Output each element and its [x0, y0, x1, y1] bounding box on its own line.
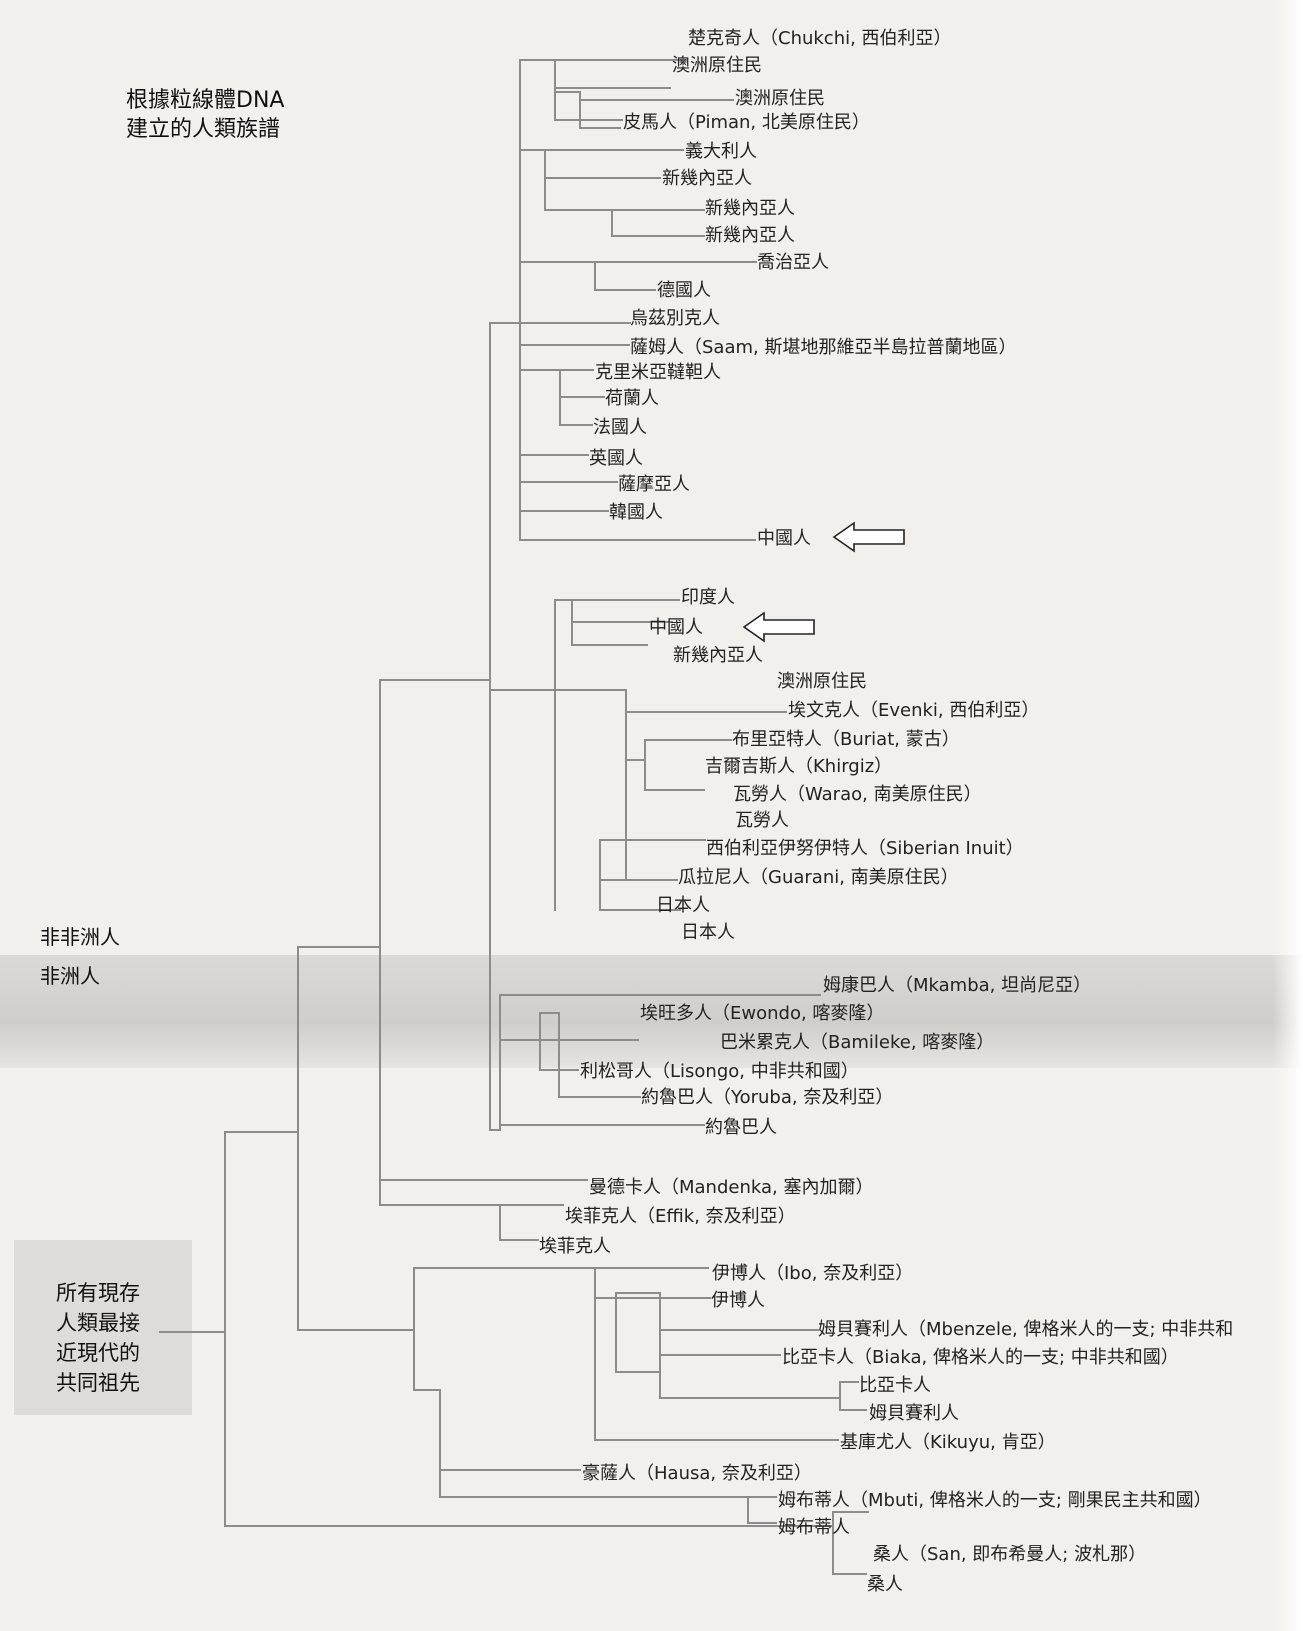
leaf-label: 埃菲克人 — [539, 1236, 611, 1257]
leaf-label: 薩摩亞人 — [618, 474, 690, 495]
leaf-label: 豪薩人（Hausa, 奈及利亞） — [582, 1463, 812, 1484]
leaf-label: 澳洲原住民 — [672, 55, 762, 76]
leaf-label: 新幾內亞人 — [705, 198, 795, 219]
leaf-label: 瓦勞人 — [735, 810, 789, 831]
leaf-label: 瓜拉尼人（Guarani, 南美原住民） — [678, 867, 959, 888]
leaf-label: 荷蘭人 — [605, 388, 659, 409]
african-label: 非洲人 — [40, 964, 100, 988]
leaf-label: 姆貝賽利人 — [869, 1403, 959, 1424]
leaf-label: 新幾內亞人 — [673, 645, 763, 666]
leaf-label: 新幾內亞人 — [662, 168, 752, 189]
leaf-label: 澳洲原住民 — [777, 671, 867, 692]
leaf-label: 巴米累克人（Bamileke, 喀麥隆） — [720, 1032, 995, 1053]
leaf-label: 德國人 — [657, 280, 711, 301]
leaf-label: 瓦勞人（Warao, 南美原住民） — [733, 784, 982, 805]
leaf-label: 伊博人（Ibo, 奈及利亞） — [712, 1263, 914, 1284]
ancestor-line-4: 共同祖先 — [56, 1371, 140, 1395]
leaf-label: 姆康巴人（Mkamba, 坦尚尼亞） — [823, 975, 1092, 996]
leaf-label: 義大利人 — [685, 141, 757, 162]
leaf-label: 韓國人 — [609, 502, 663, 523]
ancestor-line-3: 近現代的 — [56, 1341, 140, 1365]
leaf-label: 皮馬人（Piman, 北美原住民） — [623, 112, 870, 133]
arrow-left-icon — [832, 521, 905, 553]
leaf-label: 桑人（San, 即布希曼人; 波札那） — [873, 1544, 1147, 1565]
leaf-label: 中國人 — [649, 617, 703, 638]
leaf-label: 新幾內亞人 — [705, 225, 795, 246]
leaf-label: 烏茲別克人 — [630, 308, 720, 329]
leaf-label: 日本人 — [681, 922, 735, 943]
non-african-label: 非非洲人 — [40, 925, 120, 949]
leaf-label: 法國人 — [593, 417, 647, 438]
ancestor-band — [14, 1240, 192, 1415]
leaf-label: 楚克奇人（Chukchi, 西伯利亞） — [688, 28, 952, 49]
title-line-1: 根據粒線體DNA — [126, 88, 285, 113]
title-line-2: 建立的人類族譜 — [126, 117, 281, 142]
african-band — [0, 955, 1303, 1068]
leaf-label: 姆貝賽利人（Mbenzele, 俾格米人的一支; 中非共和 — [818, 1319, 1234, 1340]
leaf-label: 約魯巴人 — [705, 1117, 777, 1138]
leaf-label: 伊博人 — [711, 1290, 765, 1311]
leaf-label: 桑人 — [867, 1574, 903, 1595]
leaf-label: 基庫尤人（Kikuyu, 肯亞） — [840, 1432, 1056, 1453]
leaf-label: 姆布蒂人（Mbuti, 俾格米人的一支; 剛果民主共和國） — [778, 1490, 1212, 1511]
leaf-label: 印度人 — [681, 587, 735, 608]
leaf-label: 埃文克人（Evenki, 西伯利亞） — [788, 700, 1040, 721]
diagram-title: 根據粒線體DNA 建立的人類族譜 — [126, 86, 284, 144]
leaf-label: 中國人 — [757, 528, 811, 549]
ancestor-line-1: 所有現存 — [56, 1281, 140, 1305]
leaf-label: 喬治亞人 — [757, 252, 829, 273]
leaf-label: 埃菲克人（Effik, 奈及利亞） — [565, 1206, 796, 1227]
page-edge-shadow — [1273, 0, 1303, 1631]
leaf-label: 利松哥人（Lisongo, 中非共和國） — [580, 1061, 859, 1082]
leaf-label: 比亞卡人 — [859, 1375, 931, 1396]
leaf-label: 約魯巴人（Yoruba, 奈及利亞） — [641, 1087, 894, 1108]
leaf-label: 日本人 — [656, 895, 710, 916]
leaf-label: 姆布蒂人 — [778, 1517, 850, 1538]
leaf-label: 薩姆人（Saam, 斯堪地那維亞半島拉普蘭地區） — [630, 337, 1017, 358]
ancestor-line-2: 人類最接 — [56, 1311, 140, 1335]
leaf-label: 西伯利亞伊努伊特人（Siberian Inuit） — [706, 838, 1024, 859]
leaf-label: 布里亞特人（Buriat, 蒙古） — [732, 729, 960, 750]
leaf-label: 埃旺多人（Ewondo, 喀麥隆） — [640, 1003, 885, 1024]
leaf-label: 澳洲原住民 — [735, 88, 825, 109]
leaf-label: 比亞卡人（Biaka, 俾格米人的一支; 中非共和國） — [782, 1347, 1179, 1368]
common-ancestor-label: 所有現存 人類最接 近現代的 共同祖先 — [56, 1278, 166, 1398]
leaf-label: 英國人 — [589, 448, 643, 469]
leaf-label: 克里米亞韃靼人 — [595, 362, 721, 383]
arrow-left-icon — [742, 611, 815, 643]
leaf-label: 曼德卡人（Mandenka, 塞內加爾） — [589, 1177, 874, 1198]
leaf-label: 吉爾吉斯人（Khirgiz） — [705, 756, 893, 777]
